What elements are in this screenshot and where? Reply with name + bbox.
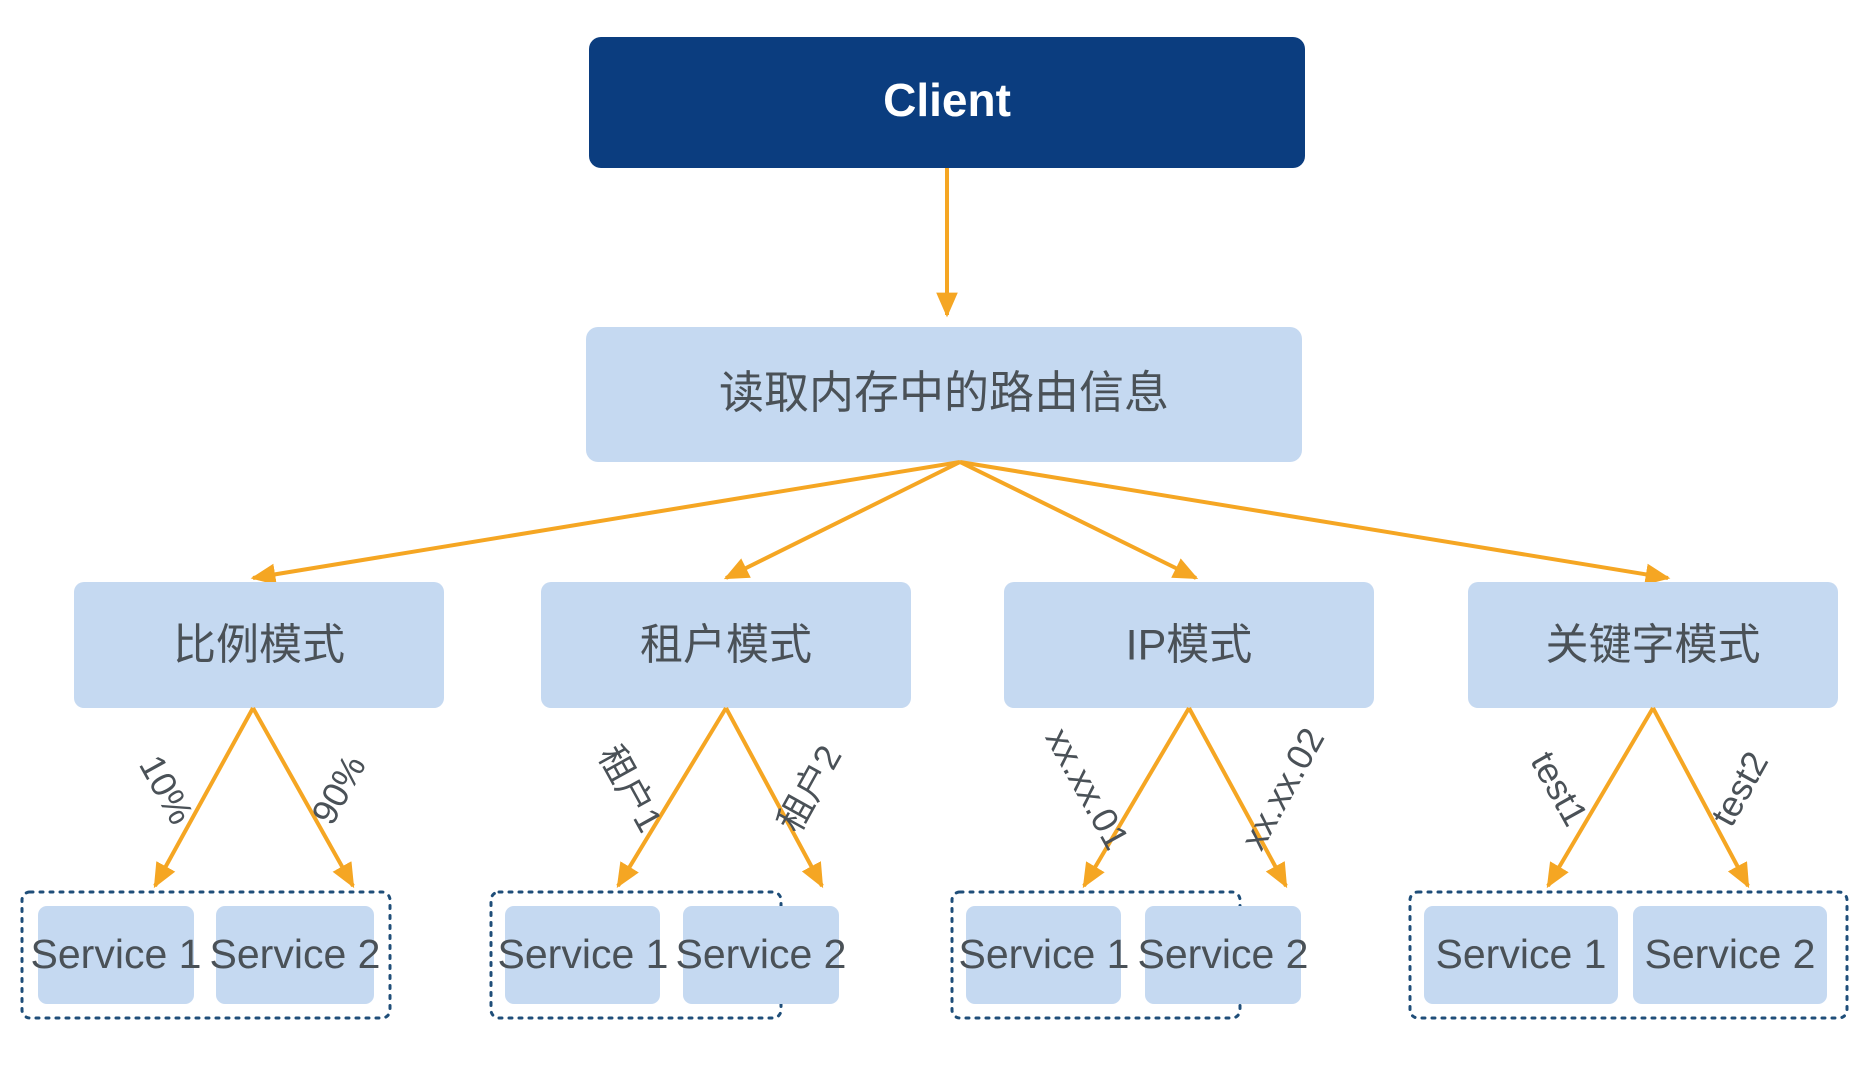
service-group-1: Service 1 Service 2 xyxy=(20,890,392,1020)
mode-node-3-label: IP模式 xyxy=(1126,621,1253,669)
mode-node-2-label: 租户模式 xyxy=(640,621,812,669)
client-node-box xyxy=(589,37,1305,168)
client-node[interactable]: Client xyxy=(589,37,1305,168)
mode-node-3-box xyxy=(1004,582,1374,708)
edge-label-4-2: test2 xyxy=(1703,744,1777,832)
edge-mode-2-to-service-1 xyxy=(616,706,728,889)
service-group-4-label-2: Service 2 xyxy=(1645,931,1816,977)
service-group-2-box-2[interactable] xyxy=(683,906,839,1004)
service-group-1-box-2[interactable] xyxy=(216,906,374,1004)
service-group-2: Service 1 Service 2 xyxy=(489,890,847,1020)
routing-node-label: 读取内存中的路由信息 xyxy=(719,367,1169,418)
edge-routing-to-mode-3 xyxy=(959,460,1199,580)
edge-mode-4-to-service-1 xyxy=(1546,706,1655,889)
edge-mode-2-to-service-2 xyxy=(724,707,824,889)
service-group-3: Service 1 Service 2 xyxy=(950,890,1309,1020)
edge-mode-1-to-service-1 xyxy=(153,707,255,889)
mode-node-2-box xyxy=(541,582,911,708)
mode-node-4[interactable]: 关键字模式 xyxy=(1468,582,1838,708)
service-group-1-border xyxy=(20,890,392,1020)
routing-node-box xyxy=(586,327,1302,462)
service-group-4: Service 1 Service 2 xyxy=(1408,890,1849,1020)
service-group-3-label-1: Service 1 xyxy=(959,931,1130,977)
service-group-3-box-2[interactable] xyxy=(1145,906,1301,1004)
edge-mode-3-to-service-2 xyxy=(1187,707,1288,889)
service-group-3-box-1[interactable] xyxy=(966,906,1121,1004)
service-group-1-box-1[interactable] xyxy=(38,906,194,1004)
service-group-2-box-1[interactable] xyxy=(505,906,660,1004)
service-group-4-box-1[interactable] xyxy=(1424,906,1618,1004)
edge-routing-to-mode-2 xyxy=(723,460,961,580)
mode-node-4-label: 关键字模式 xyxy=(1546,621,1761,669)
edge-label-2-1: 租户1 xyxy=(590,738,670,838)
edge-label-3-2: xx.xx.02 xyxy=(1232,721,1332,856)
edge-label-2-2: 租户2 xyxy=(769,738,849,838)
mode-node-3[interactable]: IP模式 xyxy=(1004,582,1374,708)
edge-label-3-1: xx.xx.01 xyxy=(1038,721,1138,856)
mode-node-4-box xyxy=(1468,582,1838,708)
edge-mode-1-to-service-2 xyxy=(251,707,355,889)
service-group-2-label-2: Service 2 xyxy=(676,931,847,977)
edge-routing-to-mode-4 xyxy=(959,460,1671,586)
service-group-2-label-1: Service 1 xyxy=(498,931,669,977)
mode-node-1-box xyxy=(74,582,444,708)
mode-node-1[interactable]: 比例模式 xyxy=(74,582,444,708)
edge-mode-3-to-service-1 xyxy=(1082,706,1191,889)
client-node-label: Client xyxy=(883,74,1011,126)
edge-routing-to-mode-1 xyxy=(250,460,961,586)
service-group-4-box-2[interactable] xyxy=(1633,906,1827,1004)
service-group-3-label-2: Service 2 xyxy=(1138,931,1309,977)
mode-node-1-label: 比例模式 xyxy=(173,621,345,669)
service-group-1-label-2: Service 2 xyxy=(210,931,381,977)
service-group-4-border xyxy=(1408,890,1849,1020)
mode-node-2[interactable]: 租户模式 xyxy=(541,582,911,708)
edge-mode-4-to-service-2 xyxy=(1651,707,1750,889)
service-group-4-label-1: Service 1 xyxy=(1436,931,1607,977)
routing-node[interactable]: 读取内存中的路由信息 xyxy=(586,327,1302,462)
service-group-1-label-1: Service 1 xyxy=(31,931,202,977)
